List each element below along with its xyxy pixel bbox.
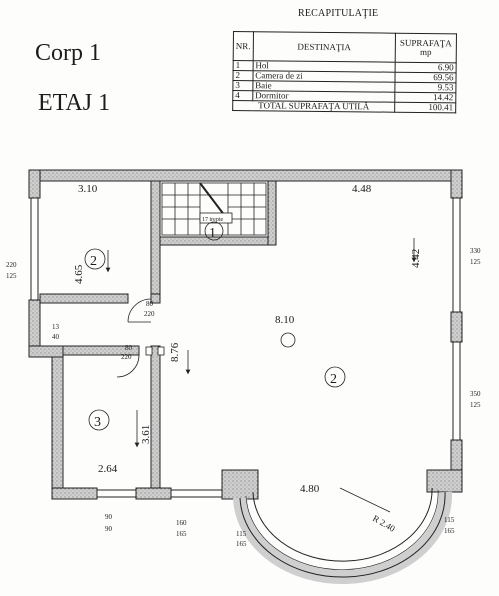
wall-right-mid xyxy=(450,311,463,343)
niche-bot: 40 xyxy=(52,333,60,341)
dim-4-80: 4.80 xyxy=(300,483,320,495)
bottom-90-top: 90 xyxy=(105,513,113,521)
floor-label: ETAJ 1 xyxy=(38,90,111,116)
wall-bottom-left xyxy=(51,487,98,500)
bottom-160-top: 160 xyxy=(176,519,187,527)
opening-right1-top: 330 xyxy=(470,247,481,255)
wall-bath-top xyxy=(62,345,140,356)
bottom-115a-bot: 165 xyxy=(236,540,247,548)
wall-left-lower xyxy=(51,355,64,499)
dim-4-65: 4.65 xyxy=(73,264,85,284)
room-marker-2b xyxy=(324,366,346,388)
door2-bot: 220 xyxy=(121,353,132,361)
interior-walls xyxy=(39,180,277,489)
niche-top: 13 xyxy=(52,323,60,331)
wall-bay-right xyxy=(426,469,463,493)
wall-top xyxy=(28,169,462,182)
bottom-90-bot: 90 xyxy=(105,525,113,533)
column-fixture xyxy=(280,332,296,348)
wall-stair-bottom xyxy=(159,236,276,246)
wall-bottom-right xyxy=(221,469,259,500)
stairs-label: 17 trepte xyxy=(202,217,223,223)
bay-window xyxy=(233,487,453,585)
opening-right2-bot: 125 xyxy=(470,401,481,409)
room-number-2b: 2 xyxy=(330,372,337,387)
bottom-115b-top: 115 xyxy=(444,516,455,524)
opening-left-top: 220 xyxy=(6,261,17,269)
door1-top: 80 xyxy=(146,300,154,308)
room-number-3: 3 xyxy=(94,415,101,430)
wall-bath-right xyxy=(150,345,161,489)
doors xyxy=(116,298,165,378)
room-marker-1 xyxy=(204,221,224,241)
windows xyxy=(30,198,461,498)
opening-right2-top: 350 xyxy=(470,390,481,398)
door2-top: 80 xyxy=(125,344,133,352)
dim-4-48: 4.48 xyxy=(352,183,372,195)
room-number-1: 1 xyxy=(209,226,216,241)
bottom-115b-bot: 165 xyxy=(444,527,455,535)
recap-title: RECAPITULAŢIE xyxy=(298,8,379,19)
dim-4-42: 4.42 xyxy=(410,249,422,268)
dim-3-61: 3.61 xyxy=(140,425,152,444)
wall-stair-right xyxy=(267,180,277,246)
outer-walls xyxy=(28,169,463,500)
bottom-160-bot: 165 xyxy=(176,530,187,538)
wall-step xyxy=(28,345,64,358)
dim-3-10: 3.10 xyxy=(78,183,98,195)
wall-left-upper xyxy=(28,169,41,199)
wall-right-upper xyxy=(450,169,463,199)
room-marker-2a xyxy=(84,248,106,270)
dim-r-2-40: R 2.40 xyxy=(371,513,397,534)
dim-2-64: 2.64 xyxy=(98,463,118,475)
opening-right1-bot: 125 xyxy=(470,258,481,266)
room-markers xyxy=(84,221,346,431)
dim-8-10: 8.10 xyxy=(275,314,295,326)
bottom-115a-top: 115 xyxy=(236,530,247,538)
building-label: Corp 1 xyxy=(35,40,101,66)
dimension-lines xyxy=(105,238,417,513)
room-marker-3 xyxy=(88,409,110,431)
wall-room2-bottom-a xyxy=(39,293,129,304)
room-number-2a: 2 xyxy=(90,254,97,269)
dim-8-76: 8.76 xyxy=(169,342,181,362)
door1-bot: 220 xyxy=(144,310,155,318)
wall-bottom-mid xyxy=(135,487,172,500)
staircase xyxy=(161,182,267,236)
wall-room2-bottom-b xyxy=(150,293,161,304)
wall-stair-left xyxy=(150,180,161,304)
opening-left-bot: 125 xyxy=(6,272,17,280)
